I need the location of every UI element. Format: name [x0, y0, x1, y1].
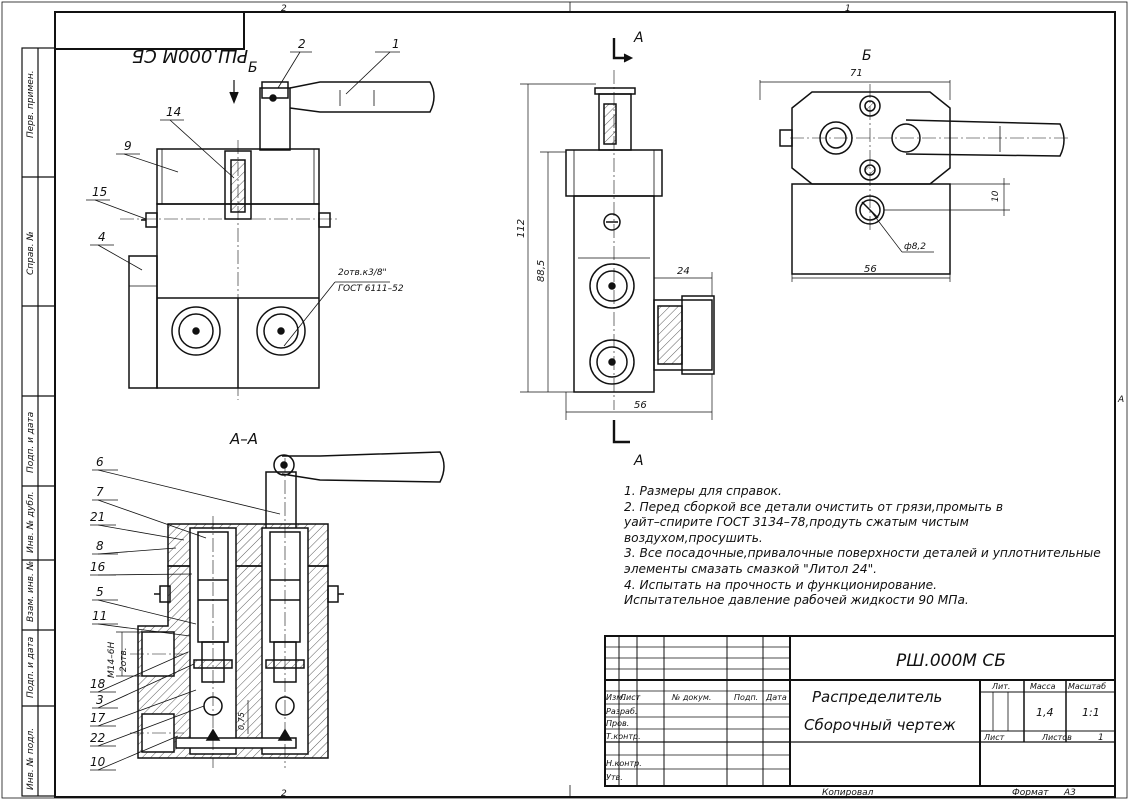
thread-2otv: 2отв.	[119, 647, 129, 672]
side-view	[520, 38, 715, 444]
note-line: 1. Размеры для справок.	[624, 484, 782, 498]
title-mass-value: 1,4	[1036, 706, 1054, 719]
section-a-top-label: А	[633, 30, 644, 46]
footer-format-value: А3	[1063, 788, 1076, 798]
footer-format-label: Формат	[1012, 788, 1049, 798]
section-leaders	[90, 469, 281, 771]
stamp-sprav-no: Справ. №	[26, 231, 36, 275]
zone-mark-top-left: 2	[281, 4, 287, 14]
title-role-prov: Пров.	[606, 719, 629, 728]
callout-8: 8	[96, 539, 104, 553]
note-line: воздухом,просушить.	[624, 530, 763, 545]
title-header-doc: № докум.	[671, 693, 711, 702]
title-lit-label: Лит.	[991, 682, 1010, 691]
title-header-data: Дата	[765, 693, 787, 702]
callout-2: 2	[298, 37, 306, 51]
dim-71: 71	[850, 68, 863, 79]
callout-18: 18	[90, 677, 106, 691]
designation-mirrored: РШ.000М СБ	[132, 45, 248, 66]
stamp-perv-primen: Перв. примен.	[26, 70, 36, 138]
callout-6: 6	[96, 455, 104, 469]
callout-22: 22	[90, 731, 105, 745]
zone-mark-side-right: A	[1117, 395, 1124, 405]
title-header-podp: Подп.	[734, 693, 758, 702]
side-stamp	[21, 47, 56, 797]
callout-1: 1	[392, 37, 400, 51]
title-role-razrab: Разраб.	[606, 707, 637, 716]
dim-hole: ф8,2	[904, 242, 926, 252]
stamp-inv-dubl: Инв. № дубл.	[26, 491, 36, 553]
callout-5: 5	[96, 585, 104, 599]
note-line: Испытательное давление рабочей жидкости …	[624, 593, 969, 608]
callout-14: 14	[166, 105, 181, 119]
designation-box-top	[54, 11, 245, 50]
stamp-podp-data-1: Подп. и дата	[26, 412, 36, 473]
section-a-bottom-label: А	[633, 453, 644, 469]
title-scale-label: Масштаб	[1068, 682, 1106, 691]
callout-16: 16	[90, 560, 106, 574]
section-aa-label: А–А	[229, 430, 258, 448]
title-sheet-label: Лист	[983, 733, 1005, 742]
callout-3: 3	[96, 693, 104, 707]
callout-21: 21	[90, 510, 105, 524]
callout-9: 9	[124, 139, 132, 153]
view-b-label: Б	[862, 48, 872, 64]
dim-10: 10	[991, 190, 1001, 202]
zone-mark-bottom-left: 2	[281, 789, 287, 799]
front-view-leaders	[86, 51, 400, 347]
callout-15: 15	[92, 185, 107, 199]
dim-56-view-b: 56	[864, 264, 877, 275]
title-header-list: Лист	[619, 693, 641, 702]
title-mass-label: Масса	[1030, 682, 1056, 691]
stamp-inv-podl: Инв. № подл.	[26, 728, 36, 790]
callout-11: 11	[92, 609, 107, 623]
title-header-izm: Изм.	[606, 693, 625, 702]
note-line: уайт–спирите ГОСТ 3134–78,продуть сжатым…	[624, 515, 969, 530]
view-b-arrow-label: Б	[248, 60, 258, 76]
title-scale-value: 1:1	[1082, 706, 1100, 719]
title-role-tkontr: Т.контр.	[606, 732, 641, 741]
title-designation: РШ.000М СБ	[896, 651, 1006, 671]
footer-copied: Копировал	[822, 788, 874, 798]
stamp-vzam-inv: Взам. инв. №	[26, 561, 36, 622]
dim-56-side: 56	[634, 400, 647, 411]
dim-0-75: 0,75	[237, 712, 246, 730]
front-view	[120, 80, 435, 400]
title-sheets-value: 1	[1098, 733, 1104, 743]
title-block	[604, 635, 1116, 787]
title-role-utv: Утв.	[606, 773, 623, 782]
title-sheets-label: Листов	[1041, 733, 1072, 742]
note-line: 4. Испытать на прочность и функционирова…	[624, 577, 938, 592]
callout-7: 7	[96, 485, 104, 499]
thread-m14: М14–6Н	[107, 642, 117, 678]
note-line: 2. Перед сборкой все детали очистить от …	[624, 499, 1004, 514]
callout-4: 4	[98, 230, 106, 244]
note-line: элементы смазать смазкой "Литол 24".	[624, 561, 878, 576]
title-name-line2: Сборочный чертеж	[804, 716, 956, 734]
technical-notes: 1. Размеры для справок. 2. Перед сборкой…	[624, 484, 1104, 609]
dim-112: 112	[516, 219, 527, 238]
callout-10: 10	[90, 755, 106, 769]
view-b	[759, 80, 1068, 282]
dim-24: 24	[677, 266, 690, 277]
callout-17: 17	[90, 711, 106, 725]
stamp-podp-data-2: Подп. и дата	[26, 637, 36, 698]
dim-88-5: 88,5	[536, 260, 547, 282]
title-name-line1: Распределитель	[812, 688, 942, 706]
thread-note-1: 2отв.к3/8"	[338, 268, 387, 278]
zone-mark-top-right: 1	[845, 4, 851, 14]
title-role-nkontr: Н.контр.	[606, 759, 642, 768]
section-aa	[116, 451, 445, 768]
thread-note-2: ГОСТ 6111–52	[338, 284, 404, 294]
note-line: 3. Все посадочные,привалочные поверхност…	[624, 546, 1101, 561]
